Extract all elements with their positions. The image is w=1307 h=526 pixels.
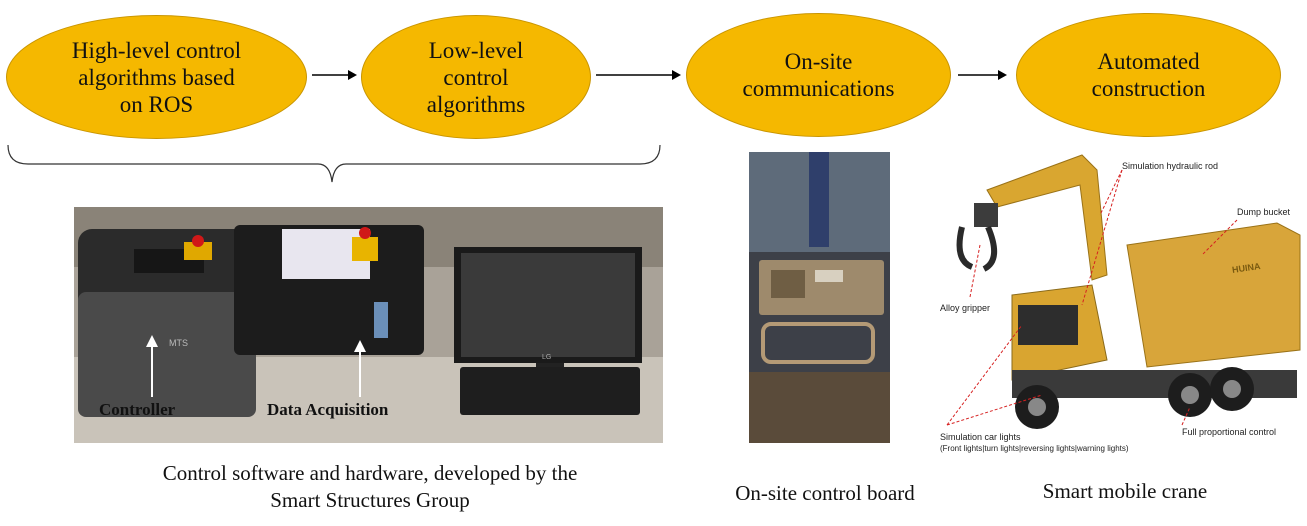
flow-step-on-site-communications: On-site communications bbox=[686, 13, 951, 137]
label-simulation-car-lights: Simulation car lights bbox=[940, 432, 1021, 442]
label-simulation-hydraulic-rod: Simulation hydraulic rod bbox=[1122, 161, 1219, 171]
arrow-step1-to-step2 bbox=[312, 70, 357, 80]
photo-smart-mobile-crane: HUINA Simulation hydraulic rod Dump buck… bbox=[932, 145, 1307, 465]
arrow-step2-to-step3 bbox=[596, 70, 681, 80]
flow-step-automated-construction: Automated construction bbox=[1016, 13, 1281, 137]
caption-on-site-control-board: On-site control board bbox=[705, 480, 945, 507]
caption-smart-mobile-crane: Smart mobile crane bbox=[1000, 478, 1250, 505]
controller-label: Controller bbox=[99, 400, 176, 419]
lab-case-brand: MTS bbox=[169, 338, 188, 348]
caption-control-hardware: Control software and hardware, developed… bbox=[100, 460, 640, 514]
flow-step-automated-construction-label: Automated construction bbox=[1091, 49, 1206, 101]
label-alloy-gripper: Alloy gripper bbox=[940, 303, 991, 313]
flow-step-low-level-control: Low-level control algorithms bbox=[361, 15, 591, 139]
label-dump-bucket: Dump bucket bbox=[1237, 207, 1291, 217]
photo-control-hardware: MTS LG Controller Data Acquisition bbox=[74, 207, 663, 443]
caption-control-hardware-text: Control software and hardware, developed… bbox=[162, 461, 578, 512]
caption-on-site-control-board-text: On-site control board bbox=[735, 481, 915, 505]
flow-step-high-level-control-label: High-level control algorithms based on R… bbox=[71, 37, 242, 117]
flow-step-low-level-control-label: Low-level control algorithms bbox=[426, 37, 526, 117]
data-acquisition-label: Data Acquisition bbox=[267, 400, 389, 419]
lab-monitor-brand: LG bbox=[542, 354, 552, 361]
label-full-proportional-control: Full proportional control bbox=[1182, 427, 1277, 437]
caption-smart-mobile-crane-text: Smart mobile crane bbox=[1042, 479, 1208, 503]
label-car-lights-detail: (Front lights|turn lights|reversing ligh… bbox=[940, 444, 1129, 453]
flow-step-on-site-communications-label: On-site communications bbox=[742, 49, 895, 101]
photo-on-site-control-board bbox=[749, 152, 890, 443]
arrow-step3-to-step4 bbox=[958, 70, 1007, 80]
flow-step-high-level-control: High-level control algorithms based on R… bbox=[6, 15, 307, 139]
grouping-brace bbox=[7, 144, 661, 183]
